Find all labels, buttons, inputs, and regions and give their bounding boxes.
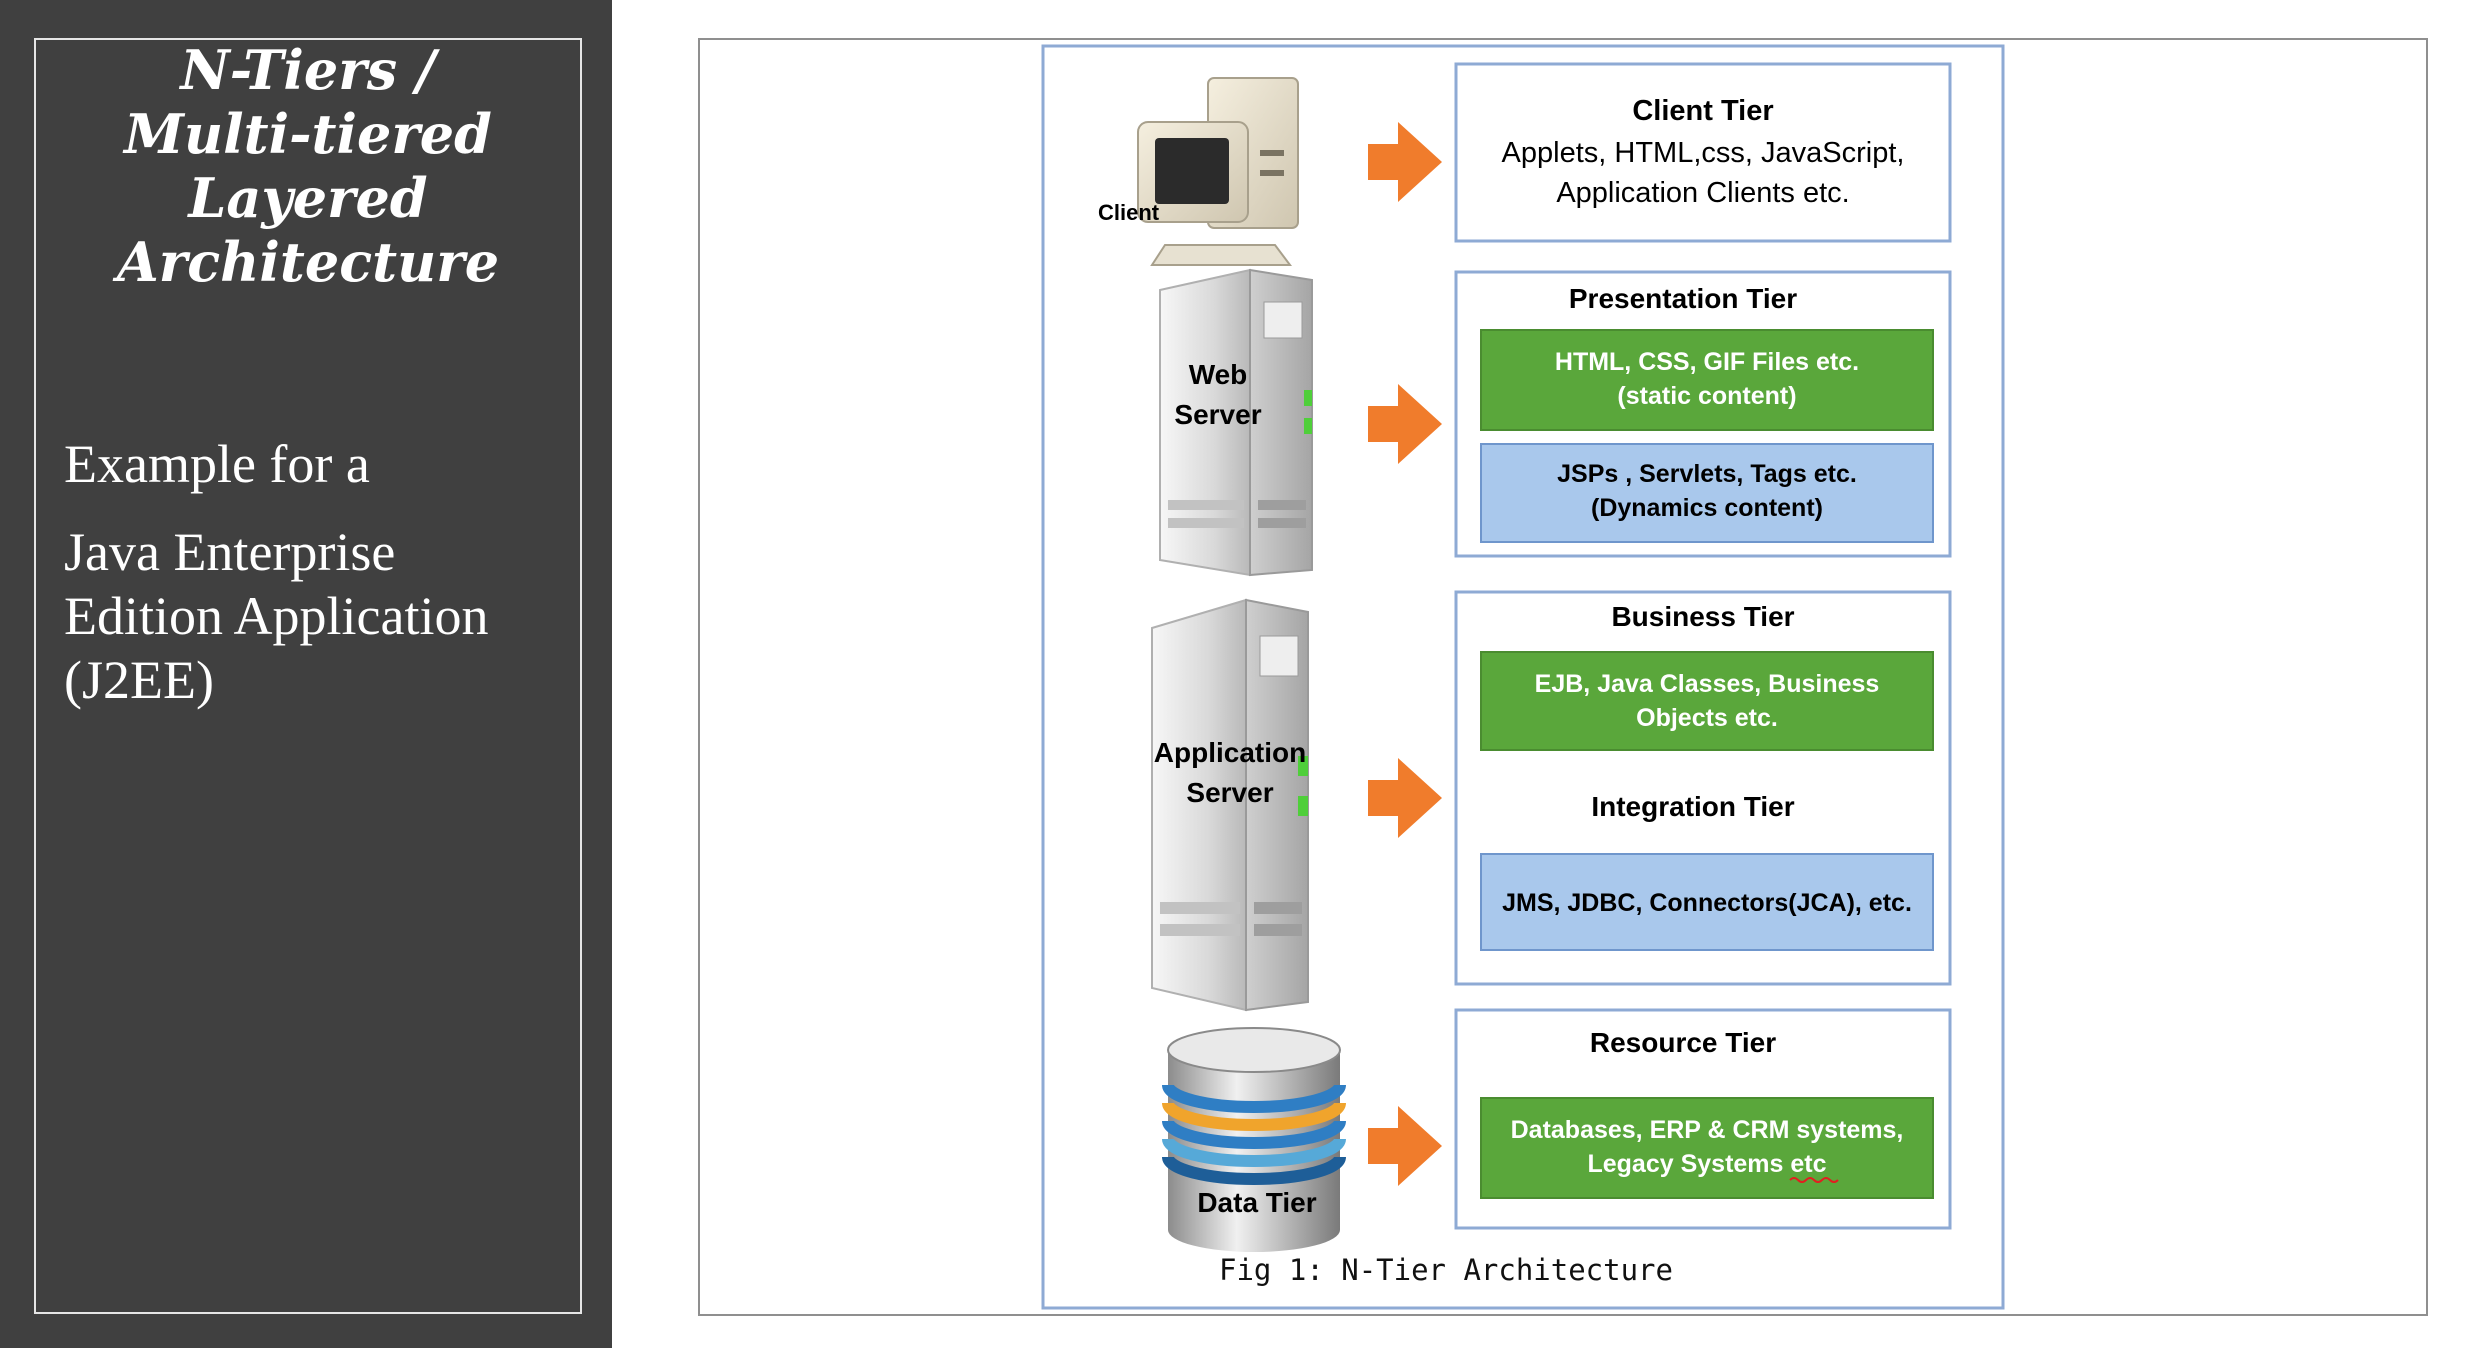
app-server-label-line: Application [1154,737,1306,768]
figure-caption: Fig 1: N-Tier Architecture [1219,1253,1673,1287]
resource-systems-line: Databases, ERP & CRM systems, [1511,1116,1904,1144]
client-computer-icon [1137,77,1299,266]
business-objects-box [1480,651,1934,751]
dynamic-content-line: (Dynamics content) [1591,494,1823,522]
static-content-line: HTML, CSS, GIF Files etc. [1555,348,1859,376]
slide-description-line: Edition Application [64,586,489,646]
client-tier-line: Applets, HTML,css, JavaScript, [1502,137,1905,169]
slide-description-line: (J2EE) [64,650,214,710]
data-tier-label: Data Tier [1197,1187,1316,1218]
integration-box [1480,853,1934,951]
slide-description: Java Enterprise Edition Application (J2E… [64,520,584,712]
integration-tier-title: Integration Tier [1591,791,1794,822]
resource-tier-title: Resource Tier [1590,1027,1776,1058]
slide-title-line: N-Tiers / [180,38,436,102]
dynamic-content-line: JSPs , Servlets, Tags etc. [1557,460,1857,488]
presentation-tier-title: Presentation Tier [1569,283,1797,314]
static-content-line: (static content) [1617,382,1796,410]
slide-title-line: Architecture [116,230,500,294]
application-server-icon [1151,598,1309,1012]
web-server-icon [1159,268,1313,577]
slide-subtitle: Example for a [64,434,370,494]
resource-systems-box [1480,1097,1934,1199]
slide-title-line: Layered [188,166,428,230]
client-tier-box [1454,62,1952,243]
figure-frame: Client Web Server Application [698,38,2428,1316]
web-server-label-line: Web [1189,359,1248,390]
arrow-right-icon [1368,384,1442,464]
dynamic-content-box [1480,443,1934,543]
static-content-box [1480,329,1934,431]
business-objects-line: Objects etc. [1636,704,1778,732]
integration-line: JMS, JDBC, Connectors(JCA), etc. [1502,889,1912,917]
client-tier-title: Client Tier [1632,95,1773,127]
slide-title-line: Multi-tiered [124,102,492,166]
left-panel: N-Tiers / Multi-tiered Layered Architect… [0,0,612,1348]
client-label: Client [1098,200,1160,225]
arrow-right-icon [1368,1106,1442,1186]
app-server-label-line: Server [1186,777,1273,808]
slide-description-line: Java Enterprise [64,522,396,582]
arrow-right-icon [1368,122,1442,202]
resource-systems-line: Legacy Systems etc [1587,1150,1826,1178]
web-server-label-line: Server [1174,399,1261,430]
slide-title: N-Tiers / Multi-tiered Layered Architect… [34,38,582,294]
n-tier-diagram: Client Web Server Application [1041,44,2005,1310]
database-icon [1162,1027,1346,1252]
client-tier-line: Application Clients etc. [1556,177,1849,209]
spellcheck-underline [1789,1177,1839,1183]
business-tier-title: Business Tier [1611,601,1794,632]
left-panel-frame [34,38,582,1314]
business-objects-line: EJB, Java Classes, Business [1535,670,1880,698]
arrow-right-icon [1368,758,1442,838]
